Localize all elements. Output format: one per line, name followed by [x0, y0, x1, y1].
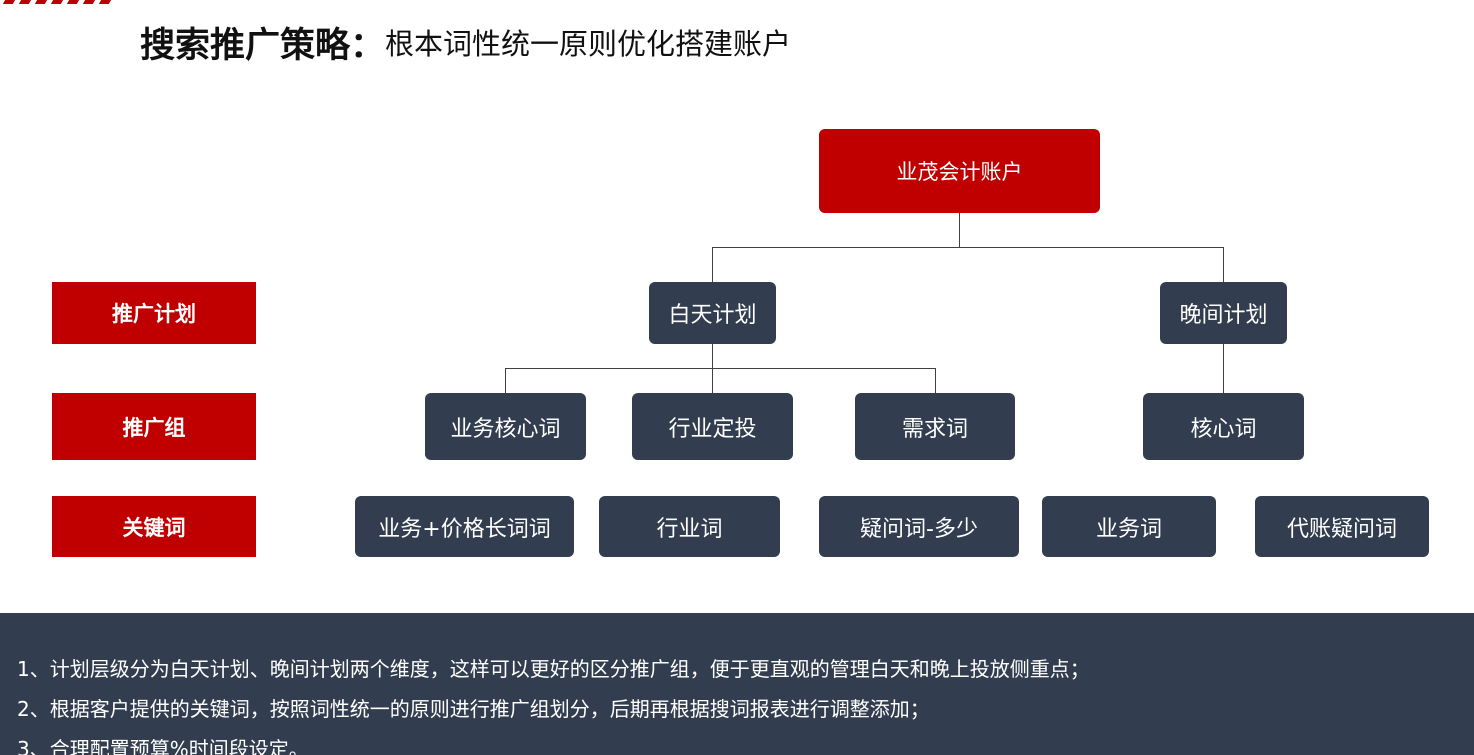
group-node-business-core-label: 业务核心词 [450, 416, 561, 442]
group-node-business-core: 业务核心词 [425, 393, 586, 460]
keyword-node-business-label: 业务词 [1095, 516, 1162, 542]
page-title-subtitle: 根本词性统一原则优化搭建账户 [385, 27, 792, 61]
group-node-demand-label: 需求词 [901, 416, 968, 442]
plan-node-day: 白天计划 [649, 282, 776, 344]
plan-node-night: 晚间计划 [1160, 282, 1287, 344]
group-node-industry: 行业定投 [632, 393, 793, 460]
keyword-node-business-price-label: 业务+价格长词词 [378, 516, 551, 542]
keyword-node-bookkeeping-question-label: 代账疑问词 [1286, 516, 1397, 542]
note-item-2: 2、根据客户提供的关键词，按照词性统一的原则进行推广组划分，后期再根据搜词报表进… [17, 697, 930, 721]
page-title: 搜索推广策略： 根本词性统一原则优化搭建账户 [140, 18, 791, 66]
keyword-node-bookkeeping-question: 代账疑问词 [1255, 496, 1429, 557]
row-label-group-text: 推广组 [122, 415, 186, 440]
keyword-node-industry-label: 行业词 [656, 516, 723, 542]
corner-dash-decoration [0, 0, 112, 6]
row-label-group: 推广组 [52, 393, 256, 460]
row-label-plan: 推广计划 [52, 282, 256, 344]
root-account-node: 业茂会计账户 [819, 129, 1100, 213]
row-label-plan-text: 推广计划 [112, 302, 196, 326]
keyword-node-question-amount-label: 疑问词-多少 [860, 516, 978, 542]
plan-node-night-label: 晚间计划 [1179, 303, 1268, 328]
group-node-demand: 需求词 [855, 393, 1015, 460]
note-item-1: 1、计划层级分为白天计划、晚间计划两个维度，这样可以更好的区分推广组，便于更直观… [17, 657, 1090, 681]
keyword-node-question-amount: 疑问词-多少 [819, 496, 1019, 557]
row-label-keyword-text: 关键词 [122, 515, 186, 540]
notes-panel: 1、计划层级分为白天计划、晚间计划两个维度，这样可以更好的区分推广组，便于更直观… [0, 613, 1474, 755]
group-node-core: 核心词 [1143, 393, 1304, 460]
page-title-bold: 搜索推广策略： [140, 25, 386, 66]
keyword-node-business-price: 业务+价格长词词 [355, 496, 574, 557]
note-item-3: 3、合理配置预算%时间段设定。 [17, 737, 309, 755]
keyword-node-industry: 行业词 [599, 496, 780, 557]
row-label-keyword: 关键词 [52, 496, 256, 557]
group-node-core-label: 核心词 [1190, 416, 1257, 442]
keyword-node-business: 业务词 [1042, 496, 1216, 557]
root-account-label: 业茂会计账户 [896, 160, 1023, 184]
group-node-industry-label: 行业定投 [668, 416, 757, 442]
plan-node-day-label: 白天计划 [668, 303, 757, 328]
